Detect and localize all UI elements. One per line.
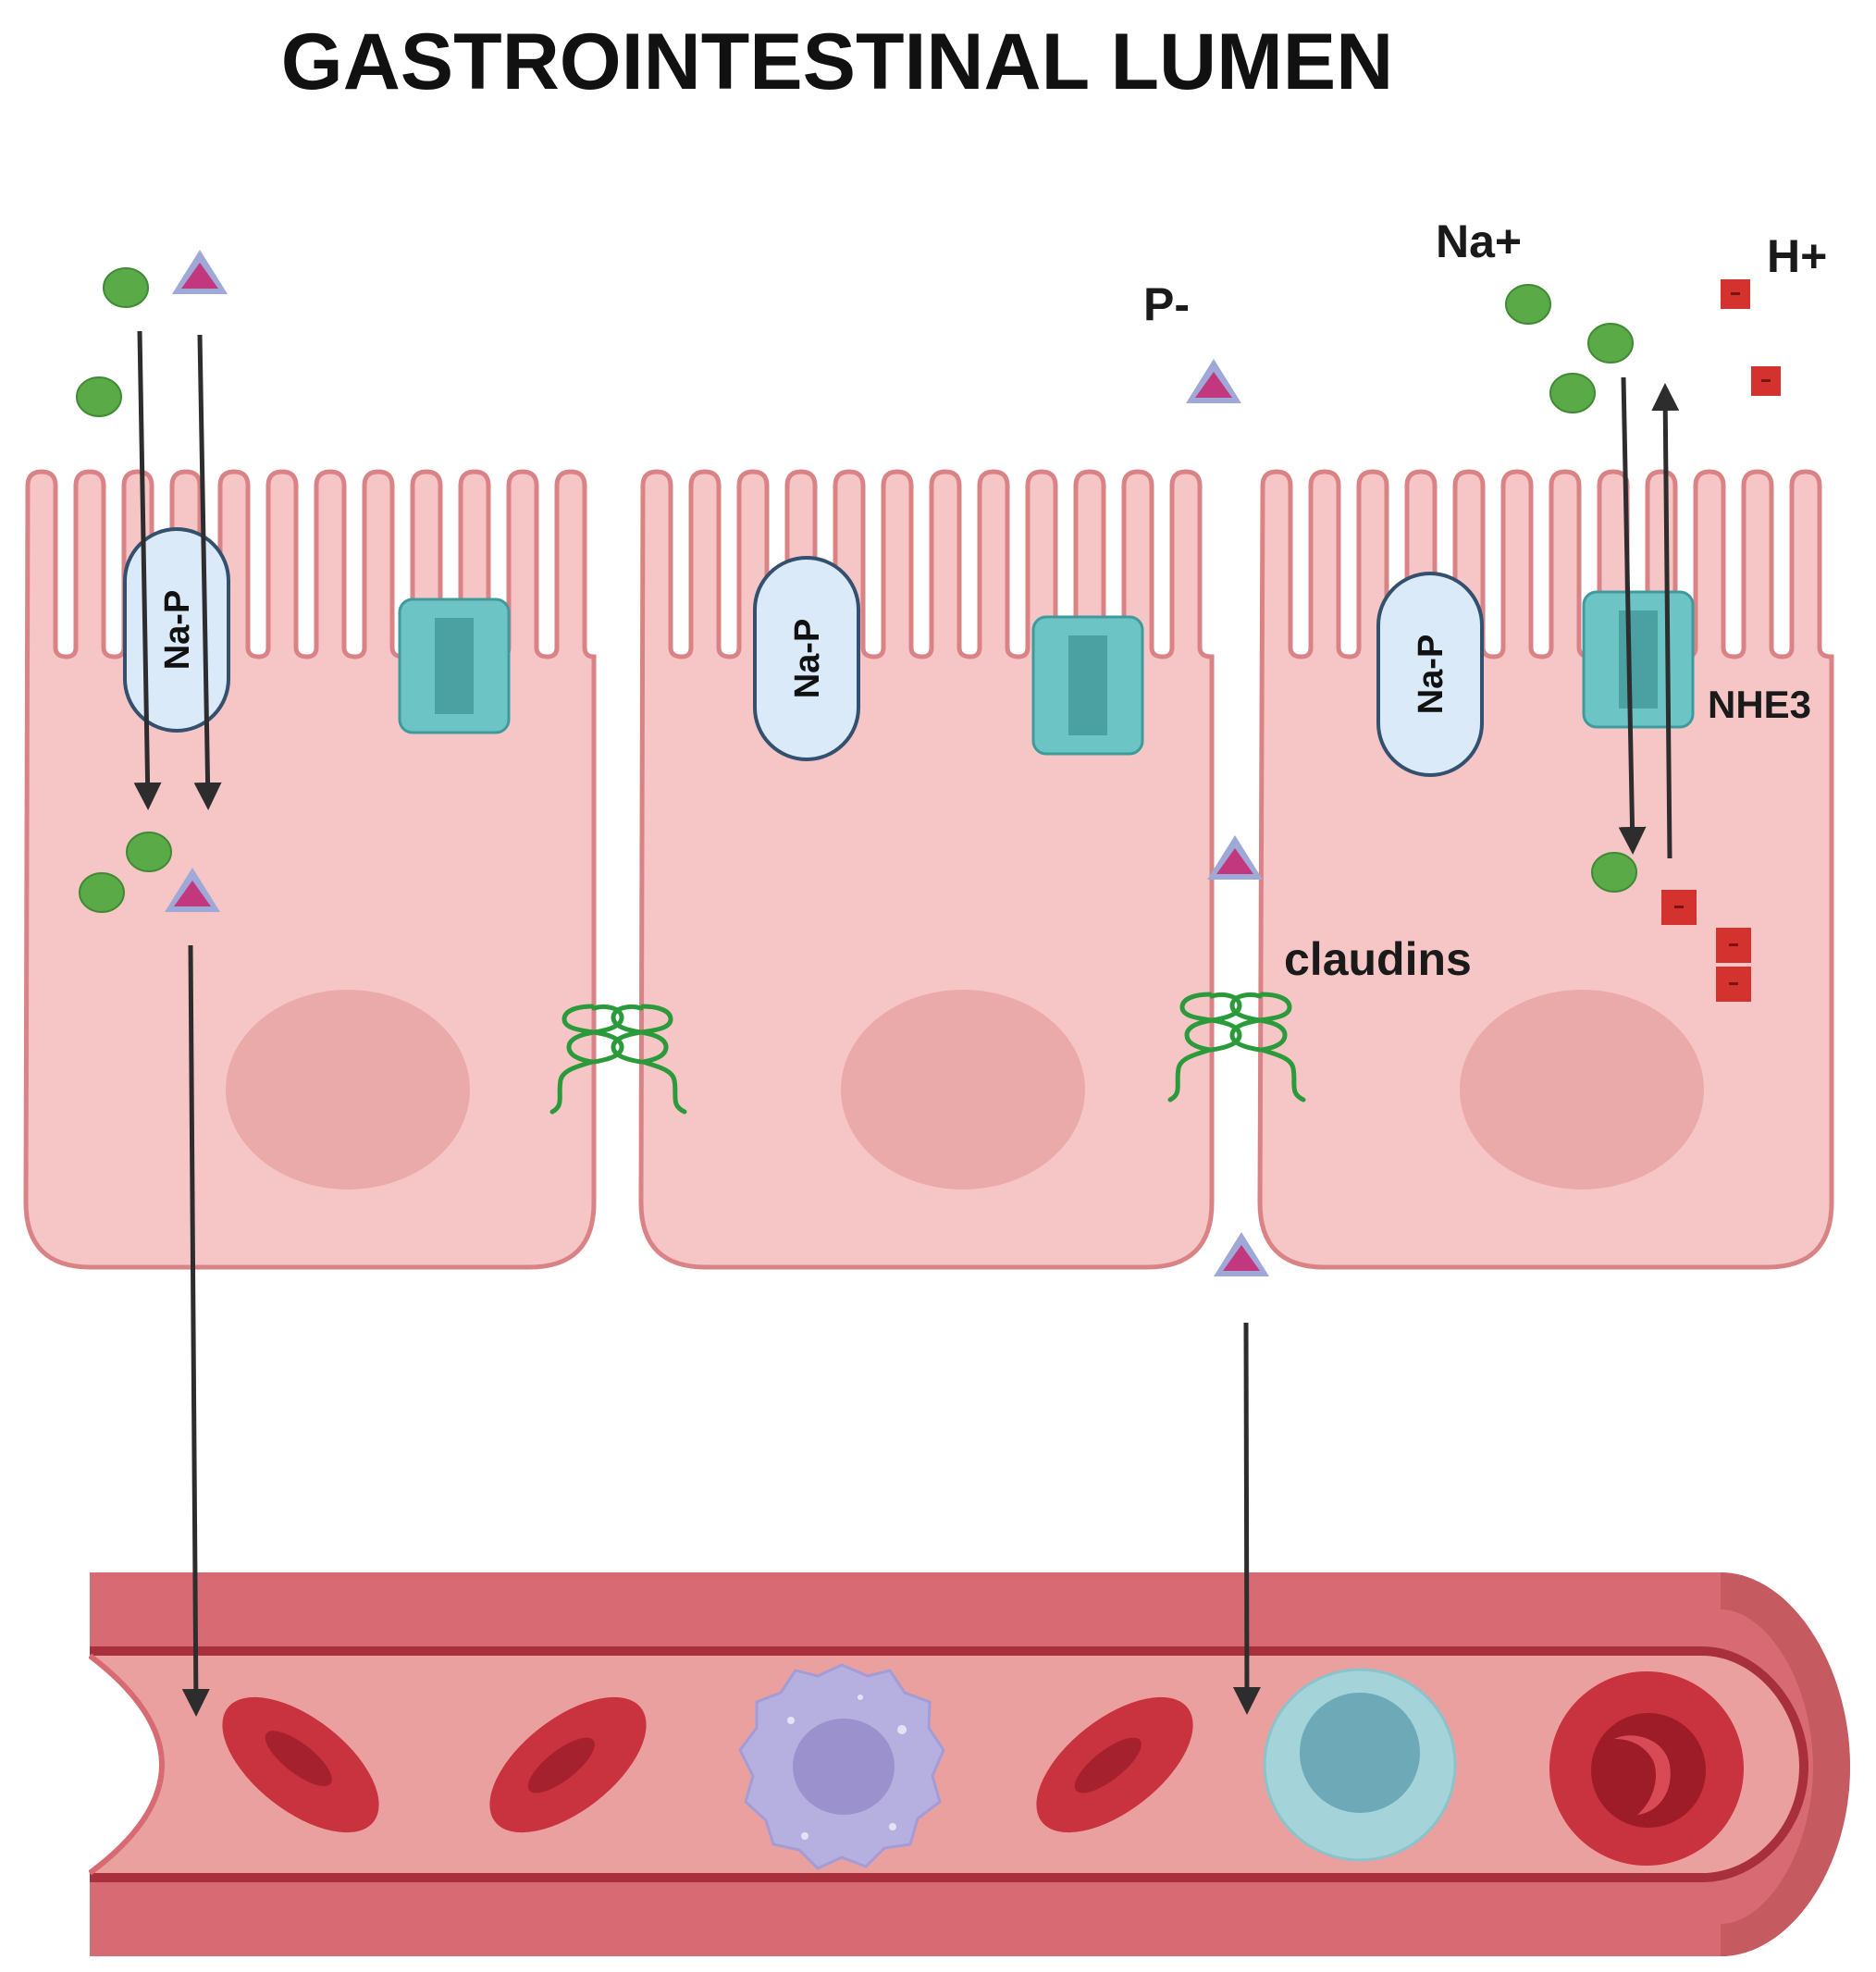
arrow-paracellular-to-blood bbox=[1232, 1322, 1261, 1715]
na-p-label: Na-P bbox=[788, 619, 827, 699]
red-blood-cell-3 bbox=[1036, 1696, 1193, 1833]
sodium-ions bbox=[76, 267, 1637, 913]
hydrogen-ions bbox=[1661, 279, 1781, 1002]
arrow-transcellular-to-blood bbox=[181, 944, 210, 1717]
nucleus bbox=[1460, 990, 1704, 1189]
sodium-ion bbox=[126, 832, 172, 872]
transport-arrows bbox=[133, 330, 1680, 1717]
sodium-ion bbox=[1587, 323, 1634, 364]
nhe3-label: NHE3 bbox=[1708, 683, 1812, 726]
nhe3-channel-2 bbox=[1031, 615, 1144, 756]
arrow-nhe3-sodium-in bbox=[1618, 376, 1647, 855]
sodium-label: Na+ bbox=[1436, 216, 1523, 267]
nhe3-channel-1 bbox=[398, 598, 511, 734]
page-title: GASTROINTESTINAL LUMEN bbox=[280, 18, 1394, 106]
lymphocyte bbox=[1263, 1668, 1457, 1862]
sodium-ion bbox=[103, 267, 149, 308]
sodium-ion bbox=[79, 872, 125, 913]
epithelial-cell-3 bbox=[1257, 469, 1834, 1270]
nucleus bbox=[841, 990, 1085, 1189]
na-p-label: Na-P bbox=[158, 590, 197, 671]
phosphate-ion bbox=[172, 250, 228, 294]
arrow-phosphate-uptake bbox=[193, 334, 222, 810]
claudins-label: claudins bbox=[1284, 933, 1472, 985]
phosphate-ion bbox=[1207, 835, 1263, 880]
hydrogen-ion bbox=[1751, 366, 1781, 396]
na-p-label: Na-P bbox=[1412, 635, 1450, 715]
na-p-transporter-2: Na-P bbox=[753, 556, 860, 761]
sodium-ion bbox=[1549, 373, 1596, 413]
claudin-junction-2 bbox=[1167, 992, 1306, 1103]
hydrogen-ion bbox=[1716, 967, 1751, 1002]
sodium-ion bbox=[1505, 284, 1551, 325]
claudin-junction-1 bbox=[549, 1004, 687, 1115]
na-p-transporter-1: Na-P bbox=[123, 527, 230, 733]
sodium-ion bbox=[76, 376, 122, 417]
phosphate-label: P- bbox=[1143, 278, 1190, 330]
red-blood-cell-4 bbox=[1549, 1671, 1744, 1866]
epithelial-cell-1 bbox=[23, 469, 597, 1270]
red-blood-cell-1 bbox=[222, 1696, 379, 1833]
hydrogen-ion bbox=[1721, 279, 1750, 309]
white-blood-cell-nucleus bbox=[793, 1719, 895, 1815]
lymphocyte-nucleus bbox=[1300, 1693, 1420, 1813]
arrow-sodium-uptake bbox=[133, 330, 162, 810]
hydrogen-ion bbox=[1661, 890, 1697, 925]
phosphate-ions bbox=[165, 250, 1269, 1276]
arrow-nhe3-hydrogen-out bbox=[1651, 383, 1680, 859]
nhe3-channel-3 bbox=[1582, 590, 1695, 729]
hydrogen-label: H+ bbox=[1767, 230, 1828, 282]
red-blood-cell-2 bbox=[489, 1696, 647, 1833]
white-blood-cell bbox=[738, 1663, 945, 1870]
epithelial-cell-2 bbox=[638, 469, 1215, 1270]
na-p-transporter-3: Na-P bbox=[1376, 572, 1484, 777]
phosphate-ion bbox=[165, 868, 220, 912]
sodium-ion bbox=[1591, 852, 1637, 893]
phosphate-ion bbox=[1186, 359, 1241, 403]
hydrogen-ion bbox=[1716, 928, 1751, 963]
nucleus bbox=[226, 990, 470, 1189]
phosphate-ion bbox=[1214, 1232, 1269, 1276]
